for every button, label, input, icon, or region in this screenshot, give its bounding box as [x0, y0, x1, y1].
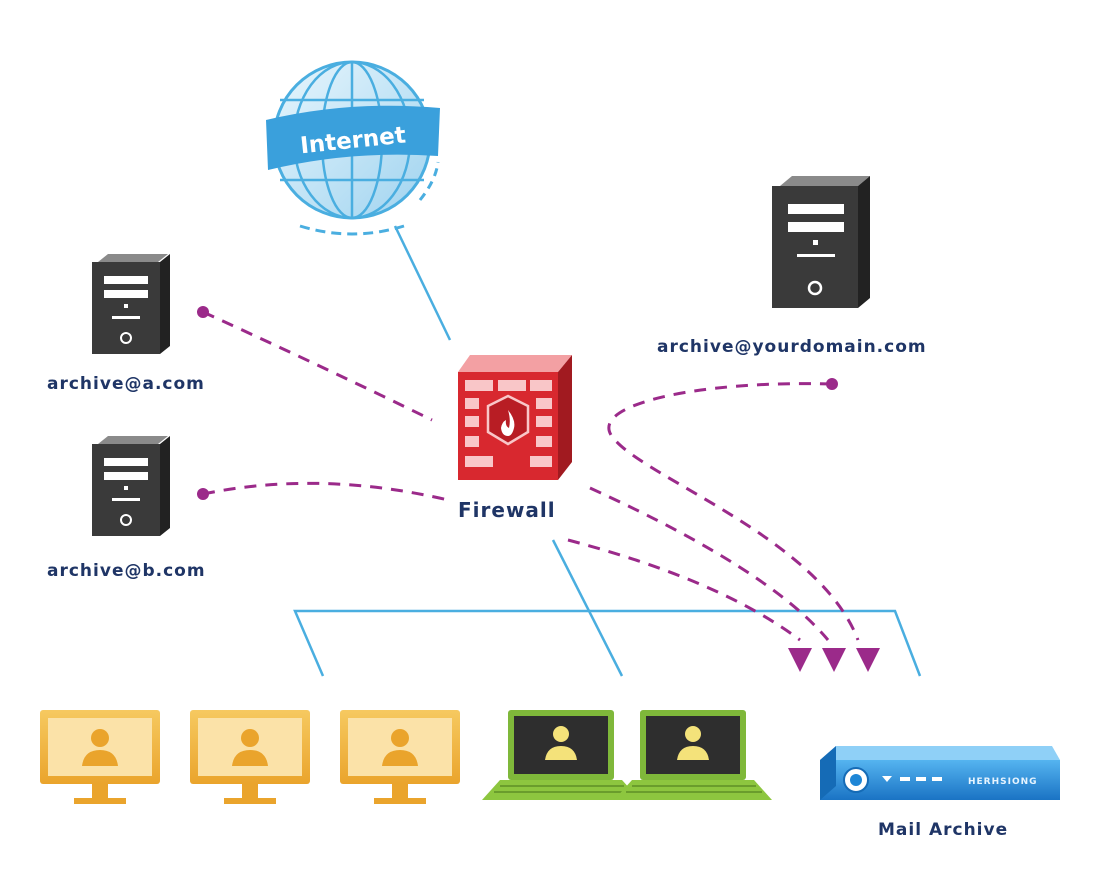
mail-flow-lines [202, 310, 860, 642]
mail-archive-appliance-icon [820, 746, 1060, 800]
firewall-icon [458, 355, 572, 480]
flow-b-to-firewall [202, 481, 449, 502]
flow-endpoints [197, 306, 880, 672]
flow-yourdomain-path [607, 382, 860, 641]
flow-a-to-firewall [202, 310, 433, 422]
server-b-icon [92, 436, 170, 536]
desktop-monitor-1-icon [40, 710, 160, 804]
firewall-lan-link [551, 539, 624, 677]
server-a-label: archive@a.com [47, 374, 205, 394]
arrow-head-3 [856, 648, 880, 672]
mail-archive-label: Mail Archive [878, 820, 1009, 840]
desktop-monitor-2-icon [190, 710, 310, 804]
flow-dot-a [197, 306, 209, 318]
server-yourdomain-label: archive@yourdomain.com [657, 337, 927, 357]
desktop-monitor-3-icon [340, 710, 460, 804]
server-a-icon [92, 254, 170, 354]
server-b-label: archive@b.com [47, 561, 206, 581]
internet-globe-icon [266, 60, 440, 236]
laptop-1-icon [482, 710, 640, 800]
internet-firewall-link [393, 225, 452, 341]
network-lines [293, 225, 922, 677]
flow-firewall-to-archive-1 [567, 538, 801, 642]
appliance-brand-text: HERHSIONG [968, 777, 1038, 787]
flow-dot-yourdomain [826, 378, 838, 390]
lan-bus [293, 609, 922, 677]
laptop-2-icon [614, 710, 772, 800]
arrow-head-2 [822, 648, 846, 672]
firewall-label: Firewall [458, 498, 556, 522]
server-yourdomain-icon [772, 176, 870, 308]
flow-firewall-to-archive-2 [589, 486, 830, 641]
arrow-head-1 [788, 648, 812, 672]
flow-dot-b [197, 488, 209, 500]
